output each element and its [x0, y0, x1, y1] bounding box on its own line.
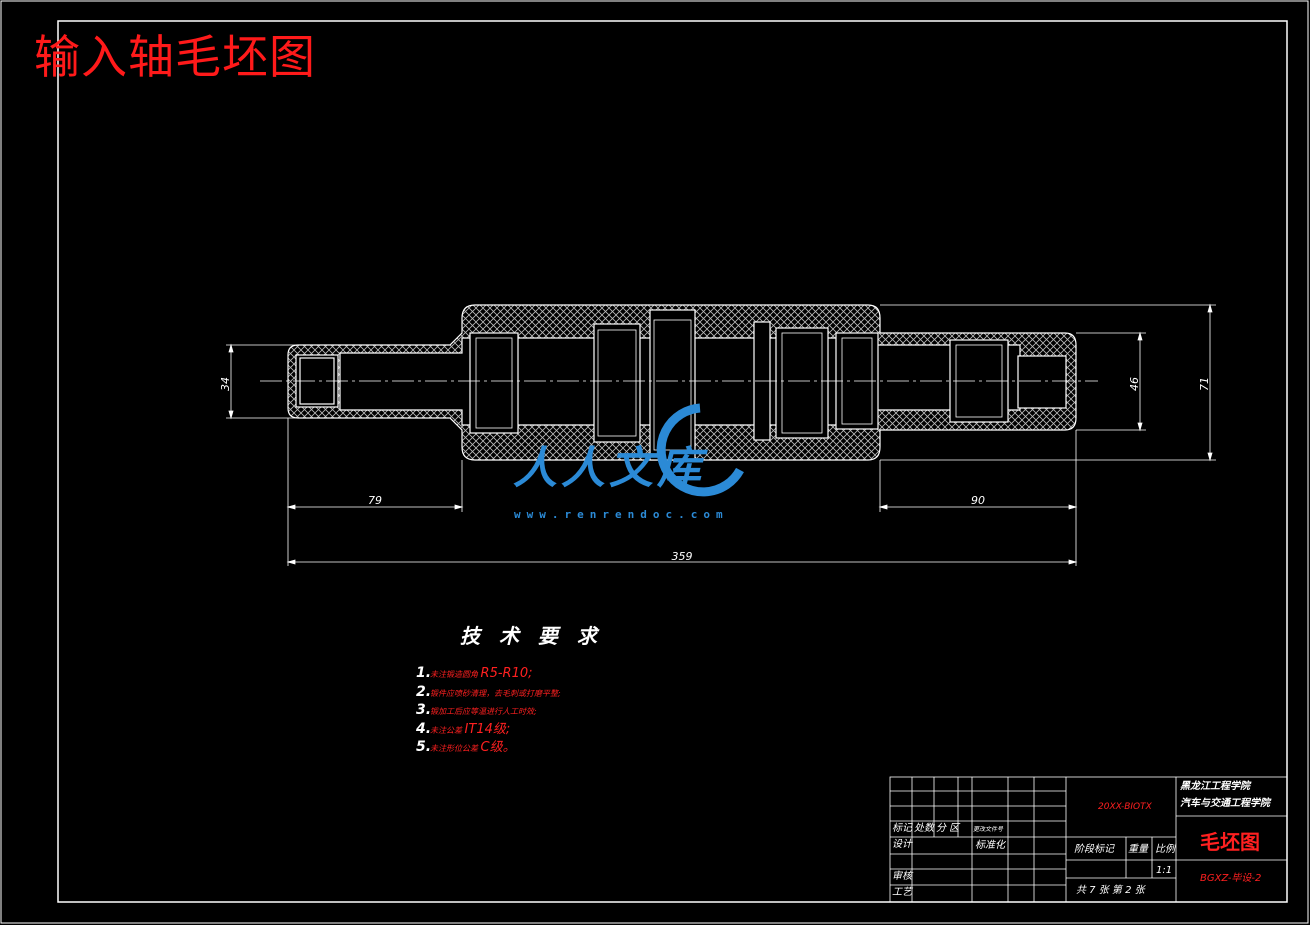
watermark-url: www.renrendoc.com [514, 508, 729, 521]
label-review: 审核 [892, 871, 912, 882]
item-text: 锻件应喷砂清理，去毛刺或打磨平整; [430, 688, 561, 698]
sheet-count: 共 7 张 第 2 张 [1076, 885, 1145, 896]
item-number: 4. [416, 720, 432, 737]
tech-requirement-item: 5.未注形位公差 C级。 [416, 737, 561, 756]
dimension-lines [226, 303, 1216, 566]
label-mark: 标记 [892, 823, 912, 834]
dim-46-label: 46 [1128, 377, 1141, 391]
dimension-labels: 34 46 71 79 90 359 [219, 377, 1211, 563]
drawing-number: BGXZ-毕设-2 [1200, 873, 1262, 884]
item-text: 锻加工后应等温进行人工时效; [430, 707, 537, 716]
label-scale: 比例 [1155, 844, 1175, 855]
tech-requirement-item: 4.未注公差 IT14级; [416, 719, 561, 738]
dim-79-label: 79 [368, 494, 382, 507]
item-text: 未注形位公差 [430, 744, 481, 753]
dim-359-label: 359 [672, 550, 693, 563]
dim-71-label: 71 [1198, 377, 1211, 391]
title-block-grid [889, 776, 1288, 903]
item-number: 1. [416, 665, 432, 681]
label-process: 工艺 [892, 887, 912, 898]
tech-requirements-heading: 技 术 要 求 [460, 624, 603, 648]
item-highlight: IT14级; [464, 721, 511, 737]
tech-requirement-item: 1.未注锻造圆角 R5-R10; [416, 663, 561, 682]
project-code: 20XX-BIOTX [1098, 802, 1152, 812]
label-weight: 重量 [1128, 844, 1148, 855]
school-name: 黑龙江工程学院 [1180, 781, 1250, 792]
dim-90-label: 90 [971, 494, 985, 507]
sheet-inner-border [57, 20, 1288, 903]
item-number: 2. [416, 683, 432, 700]
item-text: 未注公差 [430, 725, 465, 735]
watermark-logo [656, 403, 744, 497]
tech-requirement-item: 3.锻加工后应等温进行人工时效; [416, 700, 561, 719]
scale-value: 1:1 [1156, 865, 1173, 876]
dim-34-label: 34 [219, 377, 232, 391]
ring-1 [469, 332, 519, 434]
ring-2 [593, 323, 641, 443]
ring-3 [649, 309, 696, 461]
drawing-title: 输入轴毛坯图 [34, 30, 316, 84]
label-stage: 阶段标记 [1074, 844, 1114, 855]
item-number: 3. [416, 702, 432, 718]
drawing-name: 毛坯图 [1200, 830, 1260, 854]
item-highlight: C级。 [480, 740, 516, 755]
item-highlight: R5-R10; [480, 666, 533, 681]
item-text: 未注锻造圆角 [430, 670, 481, 679]
item-number: 5. [416, 739, 432, 755]
shaft-section [287, 304, 1077, 461]
tech-requirements-list: 1.未注锻造圆角 R5-R10; 2.锻件应喷砂清理，去毛刺或打磨平整; 3.锻… [416, 663, 561, 756]
tech-requirement-item: 2.锻件应喷砂清理，去毛刺或打磨平整; [416, 682, 561, 701]
ring-5 [775, 327, 829, 439]
label-design: 设计 [892, 839, 912, 850]
label-doc: 更改文件号 [973, 826, 1004, 833]
department-name: 汽车与交通工程学院 [1180, 798, 1270, 809]
watermark-text: 人人文库 [513, 443, 705, 494]
label-count: 处数 [914, 823, 934, 834]
ring-8 [1017, 355, 1067, 409]
label-standard: 标准化 [975, 840, 1005, 851]
label-zone: 分 区 [936, 823, 960, 834]
